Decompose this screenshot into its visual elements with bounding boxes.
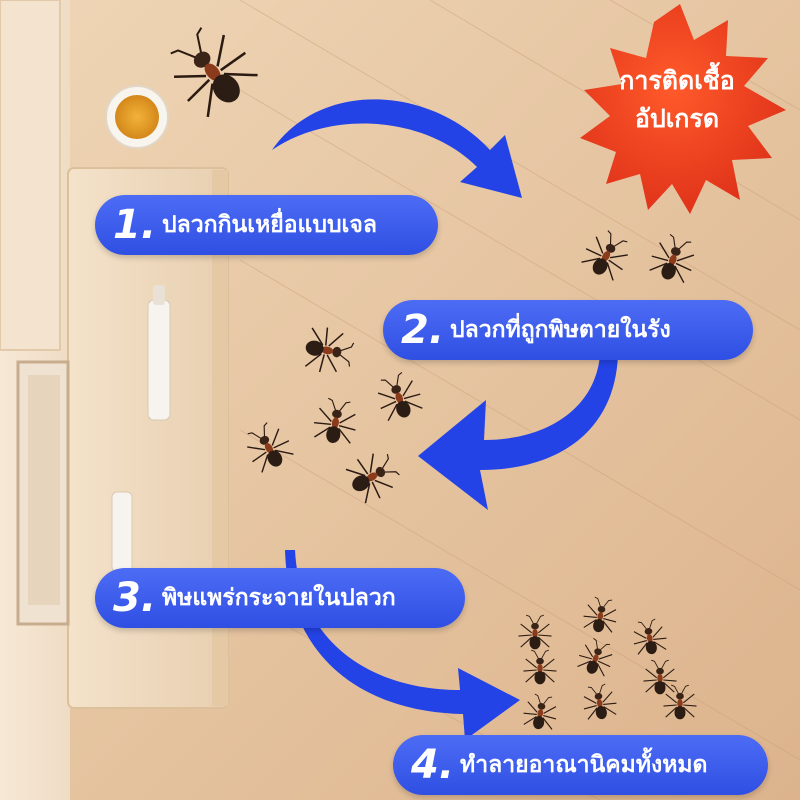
ant	[377, 372, 423, 422]
ant	[649, 234, 695, 284]
badge-line-1: การติดเชื้อ	[619, 66, 735, 95]
step-2-pill: 2. ปลวกที่ถูกพิษตายในรัง	[383, 300, 753, 360]
ant	[345, 453, 400, 504]
upgrade-badge: การติดเชื้อ อัปเกรด	[592, 62, 762, 138]
step-3-label: พิษแพร่กระจายในปลวก	[162, 585, 396, 611]
picture-inner	[28, 375, 60, 605]
step-4-number: 4.	[411, 742, 455, 788]
cup	[111, 491, 133, 573]
ant	[577, 638, 613, 677]
step-2-label: ปลวกที่ถูกพิษตายในรัง	[450, 317, 671, 343]
ants-layer	[170, 27, 697, 730]
ant	[633, 618, 667, 655]
arrow-2-to-3	[418, 355, 618, 510]
step-4-label: ทำลายอาณานิคมทั้งหมด	[460, 752, 708, 778]
gel-bait-dish	[105, 85, 169, 149]
ant	[643, 659, 677, 695]
ant	[583, 596, 617, 633]
step-1-pill: 1. ปลวกกินเหยื่อแบบเจล	[95, 195, 438, 255]
badge-line-2: อัปเกรด	[634, 104, 720, 133]
ant	[523, 693, 557, 730]
step-1-number: 1.	[113, 202, 157, 248]
step-3-number: 3.	[113, 575, 157, 621]
arrow-1-to-2	[272, 99, 522, 198]
step-2-number: 2.	[401, 307, 445, 353]
bottle	[147, 285, 171, 421]
ant	[170, 27, 258, 118]
step-3-pill: 3. พิษแพร่กระจายในปลวก	[95, 568, 465, 628]
step-1-label: ปลวกกินเหยื่อแบบเจล	[162, 212, 377, 238]
ant	[314, 397, 356, 444]
ant	[518, 614, 552, 650]
arrow-3-to-4	[285, 550, 520, 740]
ant	[523, 649, 557, 685]
wall-panel	[0, 0, 61, 351]
ant	[583, 683, 617, 720]
step-4-pill: 4. ทำลายอาณานิคมทั้งหมด	[393, 735, 768, 795]
ant	[304, 327, 355, 373]
ant	[581, 230, 628, 281]
upgrade-badge-burst	[580, 4, 786, 214]
ant	[663, 684, 697, 720]
ant	[247, 422, 294, 473]
